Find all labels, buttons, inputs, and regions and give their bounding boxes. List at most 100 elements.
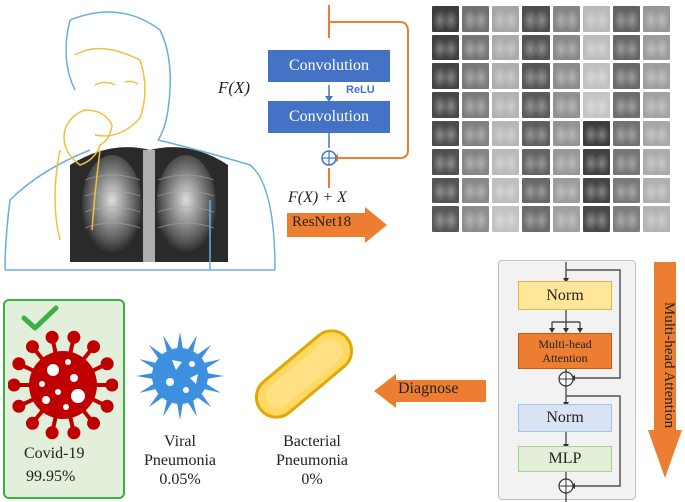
multi-head-attention-arrow (648, 262, 682, 478)
feature-map-thumbnail (612, 63, 640, 89)
viral-spike (163, 398, 173, 417)
feature-map-thumbnail (462, 63, 490, 89)
covid-spike-tip (87, 340, 101, 354)
resnet18-label: ResNet18 (292, 214, 352, 230)
feature-map-thumbnail (642, 63, 670, 89)
feature-map-thumbnail (582, 91, 610, 118)
covid-spike-tip (12, 399, 26, 413)
feature-map-thumbnail (492, 206, 520, 232)
feature-map-thumbnail (612, 177, 640, 204)
feature-map-thumbnail (492, 177, 520, 204)
feature-map-thumbnail (582, 34, 610, 61)
norm-box-1: Norm (518, 281, 612, 310)
diagnose-label: Diagnose (398, 380, 459, 397)
multi-head-attention-box: Multi-head Attention (518, 333, 612, 369)
viral-spike (196, 344, 212, 360)
covid-spike-tip (45, 330, 59, 344)
covid-spike-tip (8, 378, 21, 392)
covid-spike-tip (45, 426, 59, 440)
feature-map-thumbnail (432, 149, 460, 175)
feature-map-thumbnail (582, 6, 610, 32)
feature-map-thumbnail (552, 91, 580, 118)
viral-spike (187, 335, 197, 354)
patient-xray-illustration (4, 11, 276, 271)
viral-probability: 0.05% (159, 471, 201, 488)
feature-map-thumbnail (552, 6, 580, 32)
bacterial-label: Bacterial Pneumonia 0% (256, 432, 368, 489)
feature-map-thumbnail (642, 177, 670, 204)
feature-map-thumbnail (522, 6, 550, 32)
viral-spike (139, 359, 158, 369)
feature-map-thumbnail (642, 34, 670, 61)
bacterial-name-line1: Bacterial (283, 433, 341, 450)
feature-map-thumbnail (522, 91, 550, 118)
resnet-connectors (321, 5, 409, 188)
feature-map-thumbnail (462, 206, 490, 232)
diagnose-arrow (374, 374, 486, 408)
covid-spike-tip (67, 330, 81, 344)
feature-map-thumbnail (552, 149, 580, 175)
feature-map-thumbnail (462, 149, 490, 175)
feature-map-thumbnail (642, 149, 670, 175)
feature-map-thumbnail (522, 149, 550, 175)
convolution-box-2: Convolution (268, 101, 390, 133)
relu-label: ReLU (346, 84, 375, 96)
viral-name-line2: Pneumonia (144, 452, 216, 469)
feature-map-thumbnail (582, 149, 610, 175)
covid-spike-tip (67, 426, 81, 440)
feature-map-thumbnail (492, 91, 520, 118)
feature-map-thumbnail (492, 63, 520, 89)
viral-spike (202, 383, 221, 393)
mha-label-line2: Attention (542, 351, 588, 365)
feature-map-thumbnail (612, 149, 640, 175)
feature-map-grid (432, 6, 670, 232)
feature-map-thumbnail (522, 63, 550, 89)
mlp-box: MLP (518, 446, 612, 472)
feature-map-thumbnail (552, 177, 580, 204)
mha-label-line1: Multi-head (538, 337, 592, 351)
viral-spike (148, 392, 164, 408)
viral-spike (202, 359, 221, 369)
viral-spike (205, 372, 224, 380)
feature-map-thumbnail (462, 120, 490, 147)
feature-map-thumbnail (612, 120, 640, 147)
bacterial-probability: 0% (301, 471, 323, 488)
feature-map-thumbnail (432, 177, 460, 204)
feature-map-thumbnail (522, 34, 550, 61)
covid-virus-icon (8, 330, 118, 440)
feature-map-thumbnail (522, 206, 550, 232)
resnet18-arrow (287, 207, 387, 243)
feature-map-thumbnail (642, 6, 670, 32)
feature-map-thumbnail (612, 91, 640, 118)
feature-map-thumbnail (582, 206, 610, 232)
multi-head-attention-arrow-label: Multi-head Attention (661, 301, 677, 429)
feature-map-thumbnail (432, 91, 460, 118)
viral-spike (148, 344, 164, 360)
covid-spike-tip (100, 357, 114, 371)
covid-spike-tip (25, 416, 39, 430)
check-icon (21, 305, 59, 331)
feature-map-thumbnail (552, 34, 580, 61)
viral-name-line1: Viral (164, 433, 196, 450)
viral-spike (139, 383, 158, 393)
covid-spike-tip (105, 378, 118, 392)
feature-map-thumbnail (492, 120, 520, 147)
feature-map-thumbnail (492, 149, 520, 175)
covid-spike-tip (12, 357, 26, 371)
feature-map-thumbnail (462, 6, 490, 32)
norm-box-2: Norm (518, 404, 612, 432)
feature-map-thumbnail (582, 120, 610, 147)
feature-map-thumbnail (492, 6, 520, 32)
bacterial-name-line2: Pneumonia (276, 452, 348, 469)
feature-map-thumbnail (582, 177, 610, 204)
feature-map-thumbnail (432, 206, 460, 232)
feature-map-thumbnail (612, 34, 640, 61)
feature-map-thumbnail (432, 120, 460, 147)
feature-map-thumbnail (642, 206, 670, 232)
feature-map-thumbnail (642, 91, 670, 118)
fx-plus-x-label: F(X) + X (288, 189, 347, 206)
feature-map-thumbnail (522, 177, 550, 204)
bacterial-pneumonia-icon (254, 329, 354, 419)
feature-map-thumbnail (522, 120, 550, 147)
feature-map-thumbnail (432, 34, 460, 61)
